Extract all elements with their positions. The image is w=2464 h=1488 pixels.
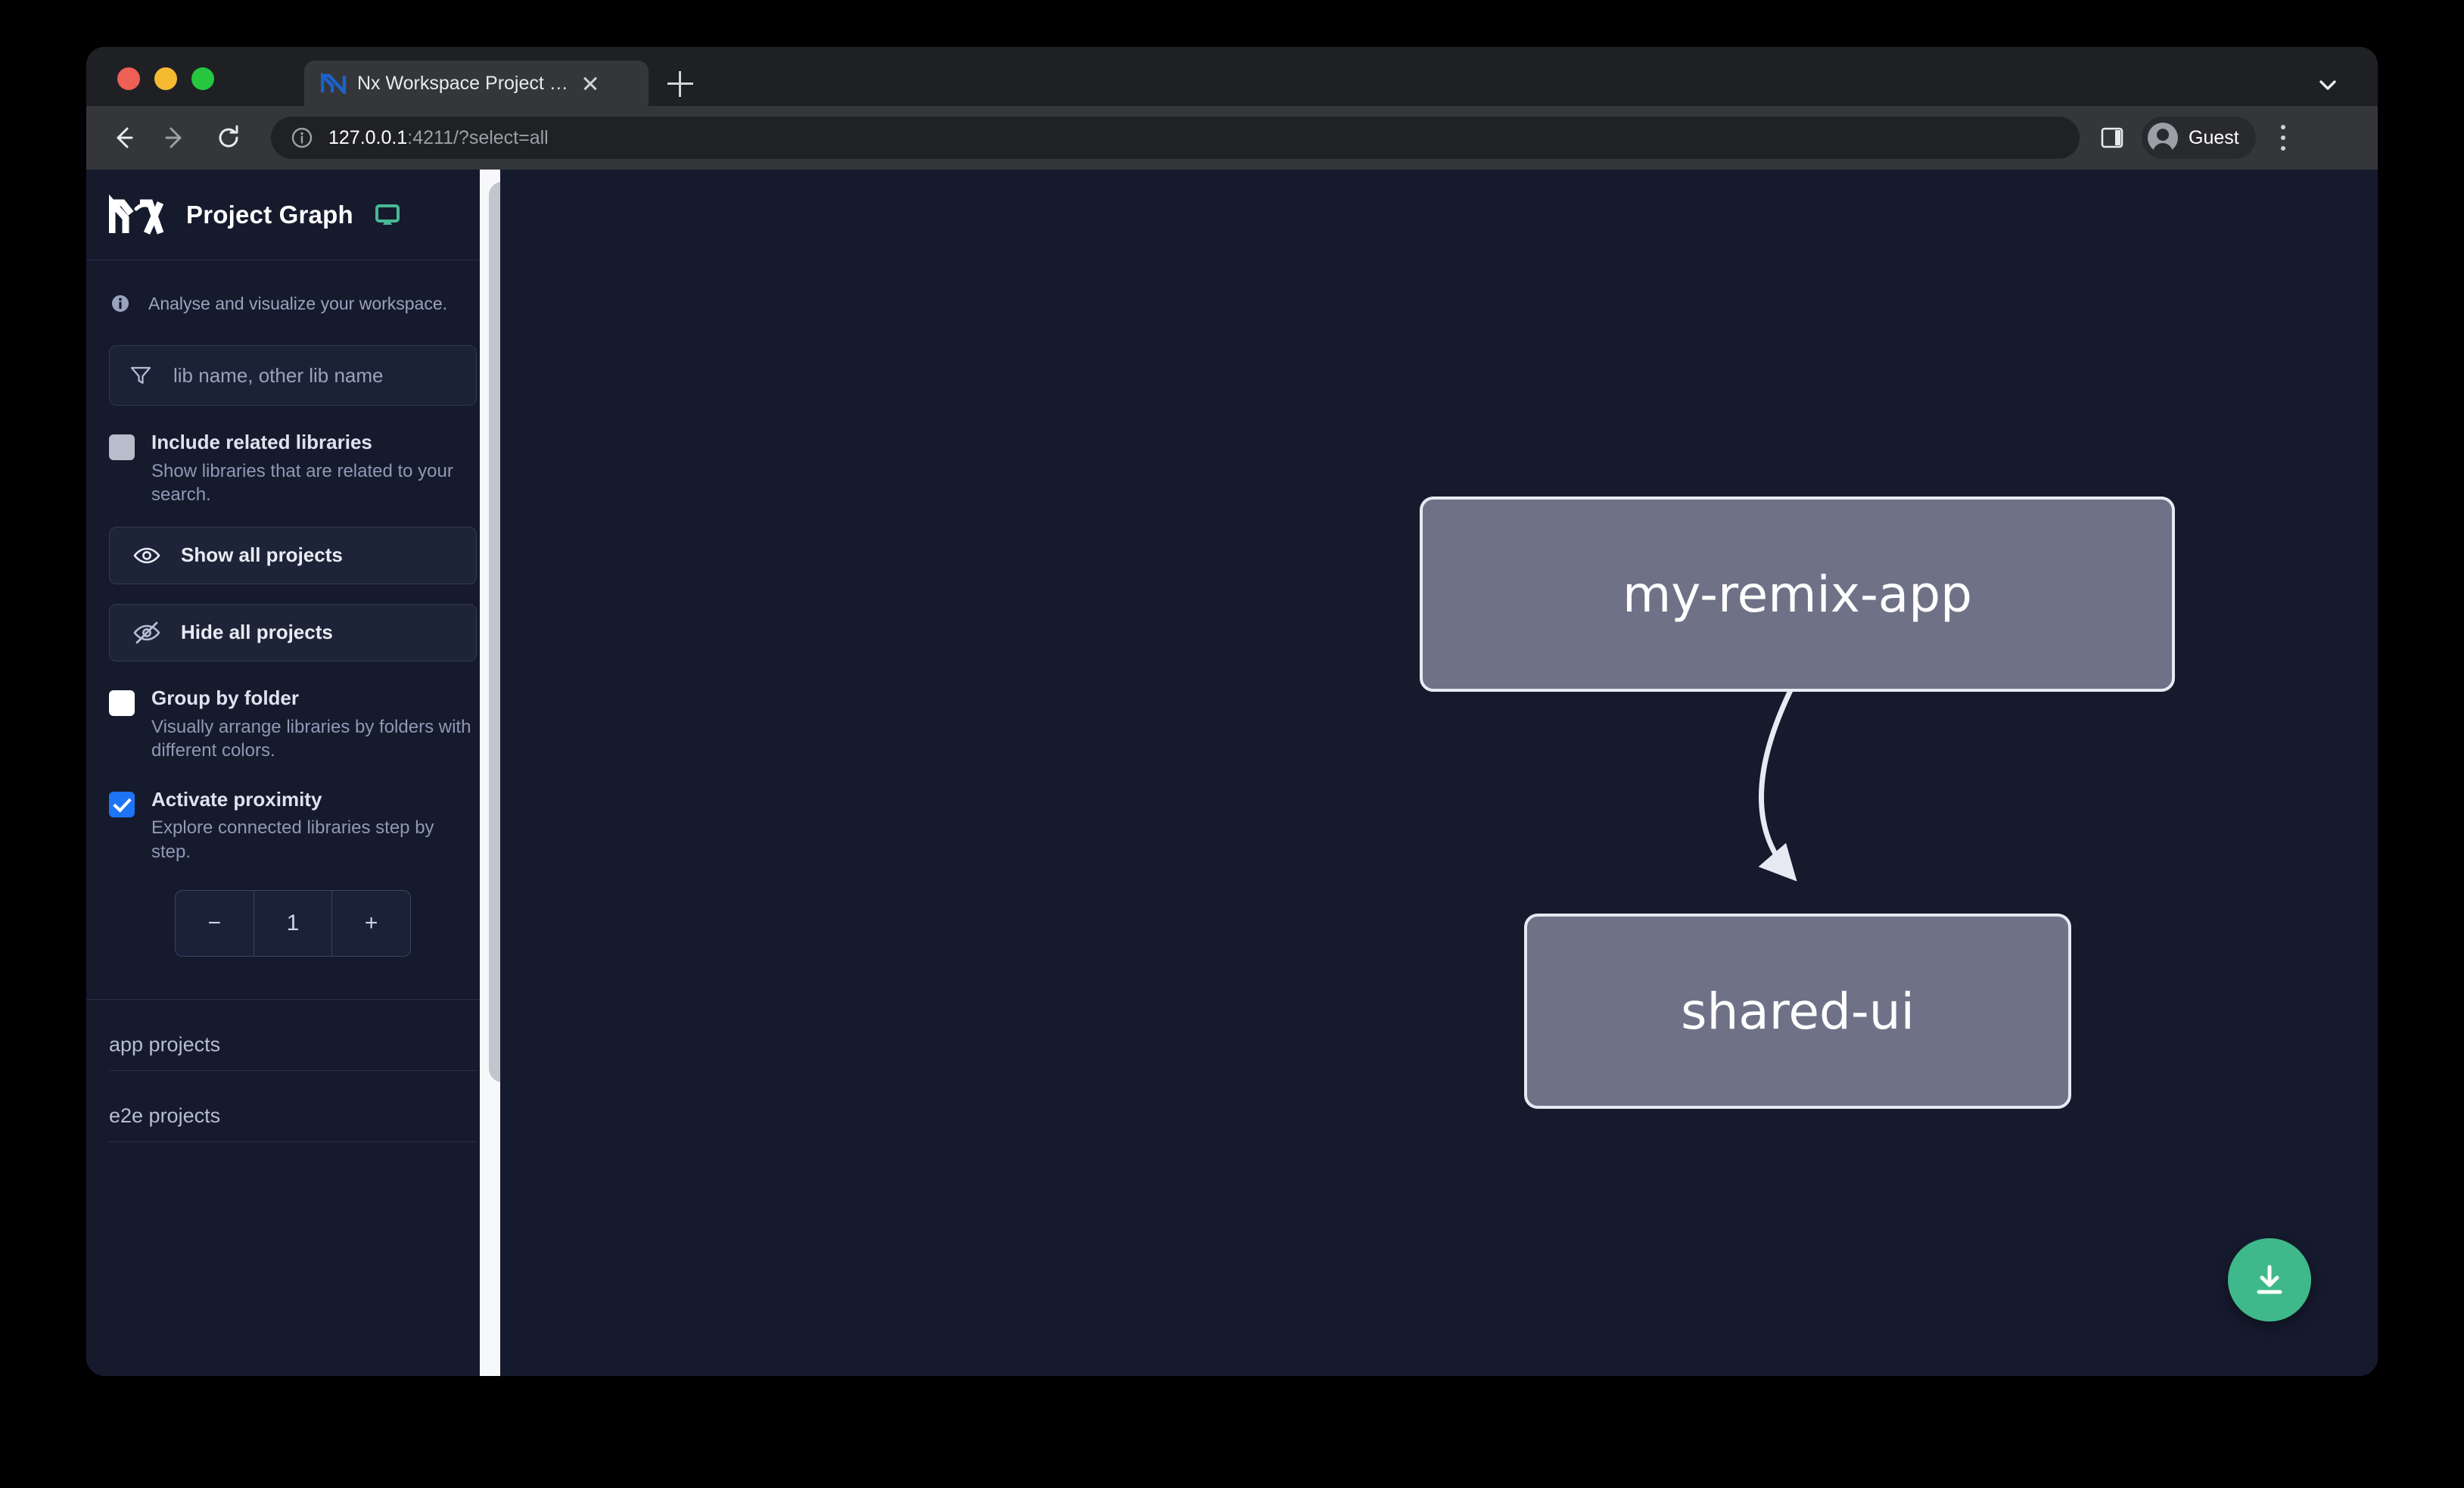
reload-button-icon[interactable] [212, 121, 245, 154]
option-description: Show libraries that are related to your … [151, 460, 453, 506]
section-e2e-projects[interactable]: e2e projects [109, 1071, 477, 1142]
download-button[interactable] [2228, 1238, 2311, 1321]
page-title: Project Graph [186, 200, 353, 229]
download-icon [2257, 1265, 2282, 1294]
sidebar: Project Graph [86, 170, 525, 1376]
url-host: 127.0.0.1 [328, 126, 408, 148]
graph-canvas[interactable]: my-remix-app shared-ui [500, 170, 2378, 1376]
profile-name: Guest [2189, 126, 2239, 148]
tab-strip: Nx Workspace Project Graph [86, 47, 2378, 106]
button-label: Hide all projects [181, 621, 333, 644]
url-text: 127.0.0.1:4211/?select=all [328, 127, 549, 149]
address-bar[interactable]: 127.0.0.1:4211/?select=all [271, 117, 2080, 159]
avatar [2148, 123, 2178, 157]
sidebar-body: Analyse and visualize your workspace. In… [86, 260, 499, 957]
show-all-projects-button[interactable]: Show all projects [109, 526, 477, 584]
filter-icon [129, 364, 152, 387]
graph-node-my-remix-app[interactable]: my-remix-app [1420, 497, 2175, 692]
option-title: Include related libraries [151, 431, 372, 453]
tab-title: Nx Workspace Project Graph [357, 72, 577, 94]
option-description: Explore connected libraries step by step… [151, 817, 434, 863]
page-content: Project Graph [86, 170, 2378, 1376]
section-app-projects[interactable]: app projects [109, 1000, 477, 1071]
option-description: Visually arrange libraries by folders wi… [151, 716, 471, 761]
option-activate-proximity[interactable]: Activate proximity Explore connected lib… [109, 789, 477, 864]
eye-off-icon [132, 618, 161, 647]
window-maximize-button[interactable] [191, 67, 214, 90]
section-label: e2e projects [109, 1104, 221, 1127]
option-group-by-folder[interactable]: Group by folder Visually arrange librari… [109, 687, 477, 763]
info-icon [109, 292, 132, 315]
edge-my-remix-app-to-shared-ui [1758, 665, 1806, 882]
new-tab-button[interactable] [667, 71, 693, 97]
option-include-related-libraries[interactable]: Include related libraries Show libraries… [109, 431, 477, 507]
sidebar-sections: app projects e2e projects [86, 998, 499, 1142]
nx-favicon-icon [320, 71, 347, 97]
stepper-increment-button[interactable]: + [331, 890, 410, 956]
graph-node-shared-ui[interactable]: shared-ui [1524, 914, 2071, 1109]
url-path: :4211/?select=all [407, 126, 549, 148]
graph-edges [1758, 665, 1806, 882]
nx-logo-icon [108, 193, 164, 236]
monitor-icon[interactable] [373, 201, 402, 229]
node-label: my-remix-app [1622, 565, 1973, 624]
option-title: Group by folder [151, 686, 299, 709]
proximity-stepper[interactable]: − 1 + [175, 889, 411, 957]
stepper-value: 1 [253, 890, 332, 956]
info-text: Analyse and visualize your workspace. [148, 293, 448, 313]
forward-button-icon[interactable] [159, 121, 192, 154]
node-label: shared-ui [1681, 982, 1915, 1041]
option-title: Activate proximity [151, 787, 322, 811]
browser-menu-icon[interactable] [2268, 120, 2298, 155]
profile-chip[interactable]: Guest [2142, 117, 2256, 159]
section-label: app projects [109, 1032, 221, 1056]
sidebar-header: Project Graph [86, 170, 499, 260]
checkbox-include-related-libraries[interactable] [109, 434, 135, 460]
browser-tab[interactable]: Nx Workspace Project Graph [304, 61, 649, 106]
search-input[interactable] [172, 363, 456, 388]
browser-window: Nx Workspace Project Graph [86, 47, 2378, 1376]
side-panel-icon[interactable] [2099, 125, 2125, 151]
checkbox-group-by-folder[interactable] [109, 690, 135, 716]
hide-all-projects-button[interactable]: Hide all projects [109, 603, 477, 662]
stepper-decrement-button[interactable]: − [207, 910, 222, 935]
back-button-icon[interactable] [106, 121, 139, 154]
eye-icon [132, 541, 161, 570]
button-label: Show all projects [181, 543, 343, 567]
info-row: Analyse and visualize your workspace. [109, 260, 477, 315]
checkbox-activate-proximity[interactable] [109, 791, 135, 817]
tab-close-icon[interactable] [577, 70, 604, 97]
chevron-down-icon[interactable] [2317, 74, 2338, 95]
window-minimize-button[interactable] [154, 67, 177, 90]
browser-toolbar: 127.0.0.1:4211/?select=all Guest [86, 106, 2378, 170]
filter-box[interactable] [109, 345, 477, 406]
site-info-icon[interactable] [291, 126, 313, 149]
window-close-button[interactable] [117, 67, 140, 90]
